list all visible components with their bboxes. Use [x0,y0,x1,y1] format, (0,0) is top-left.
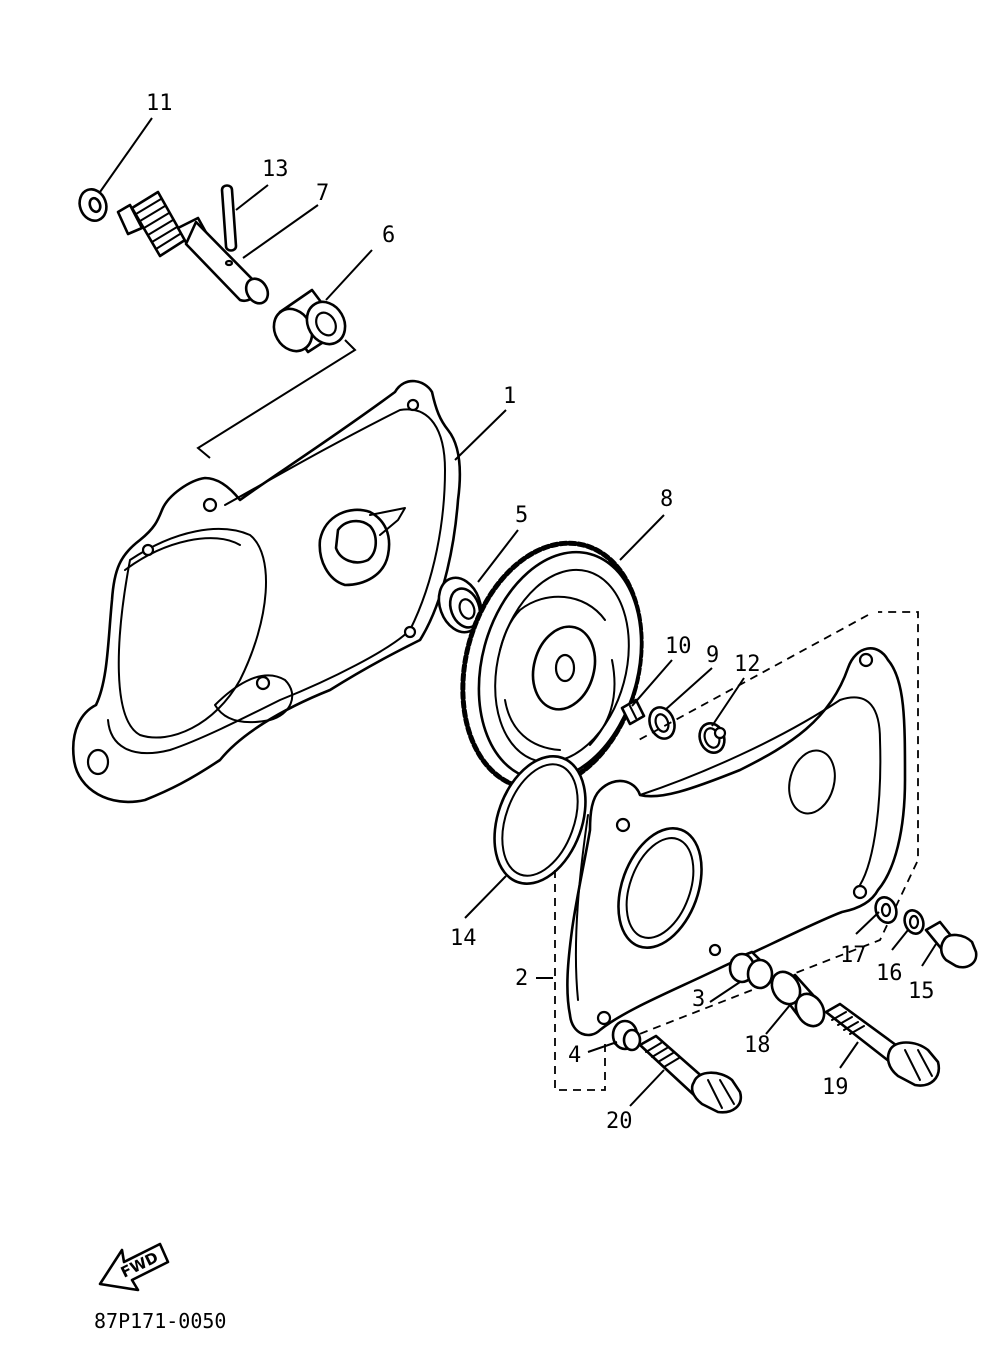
part-18-collar [770,970,826,1028]
part-14-o-ring [493,755,587,885]
callout-12: 12 [734,652,761,677]
leader-lines [99,117,937,1107]
callout-17: 17 [840,943,867,968]
part-16-lock-washer [903,909,925,935]
part-1-gear-case [71,379,462,804]
part-2-cover-plate [566,647,907,1037]
part-4-dowel [611,1019,642,1052]
callout-13: 13 [262,157,289,182]
reference-code: 87P171-0050 [94,1309,226,1333]
callout-5: 5 [515,503,528,528]
callout-3: 3 [692,987,705,1012]
callout-14: 14 [450,926,477,951]
part-11-washer [78,188,108,222]
callout-19: 19 [822,1075,849,1100]
alignment-line-6-to-1 [196,339,357,459]
part-17-washer [874,896,898,924]
callout-16: 16 [876,961,903,986]
callout-9: 9 [706,643,719,668]
part-6-bushing [272,288,347,354]
part-5-bearing [437,576,483,634]
callout-8: 8 [660,487,673,512]
part-10-key [620,698,646,726]
callout-10: 10 [665,634,692,659]
part-3-dowel [728,950,774,990]
part-19-bolt [824,1002,941,1087]
callout-numbers: 11 13 7 6 1 5 8 10 9 12 14 2 3 4 17 16 1… [146,91,935,1134]
callout-18: 18 [744,1033,771,1058]
callout-15: 15 [908,979,935,1004]
part-15-bolt [924,920,978,969]
callout-4: 4 [568,1043,581,1068]
callout-20: 20 [606,1109,633,1134]
callout-11: 11 [146,91,173,116]
assembly-bracket-dashed [554,611,919,1091]
part-13-pin [220,184,238,252]
part-20-bolt [638,1034,743,1114]
callout-6: 6 [382,223,395,248]
part-9-washer [648,706,676,740]
part-7-worm-shaft [116,190,270,305]
callout-1: 1 [503,384,516,409]
callout-7: 7 [316,181,329,206]
part-8-gear [460,540,644,792]
forward-direction-arrow: FWD [98,1242,170,1292]
callout-2: 2 [515,966,528,991]
